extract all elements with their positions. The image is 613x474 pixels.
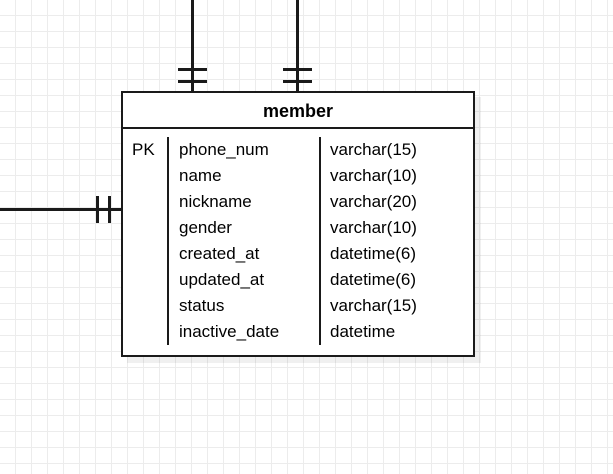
table-row: datetime (330, 322, 396, 341)
table-row (132, 267, 167, 293)
connector-top-left-tick-outer (178, 68, 207, 71)
table-row (132, 189, 167, 215)
table-row: updated_at (179, 270, 265, 289)
table-row: status (179, 296, 225, 315)
connector-top-right-tick-outer (283, 68, 312, 71)
table-row: name (179, 166, 222, 185)
table-row: gender (179, 218, 232, 237)
entity-body: PK phone_num name nickname gender create… (123, 129, 473, 355)
connector-top-left-line[interactable] (191, 0, 194, 91)
table-row: varchar(20) (330, 192, 417, 211)
table-row (132, 215, 167, 241)
table-row: created_at (179, 244, 260, 263)
table-row: varchar(10) (330, 166, 417, 185)
column-field-names: phone_num name nickname gender created_a… (169, 137, 321, 345)
table-row: PK (132, 140, 155, 159)
connector-top-right-tick-inner (283, 80, 312, 83)
table-row: varchar(15) (330, 140, 417, 159)
column-field-types: varchar(15) varchar(10) varchar(20) varc… (321, 137, 473, 345)
table-row: datetime(6) (330, 270, 416, 289)
table-row: varchar(10) (330, 218, 417, 237)
connector-left-tick-outer (96, 196, 99, 223)
connector-top-right-line[interactable] (296, 0, 299, 91)
connector-left-line[interactable] (0, 208, 123, 211)
table-row: varchar(15) (330, 296, 417, 315)
table-row (132, 163, 167, 189)
table-row: inactive_date (179, 322, 280, 341)
table-row: phone_num (179, 140, 269, 159)
table-row (132, 293, 167, 319)
table-row (132, 319, 167, 345)
connector-top-left-tick-inner (178, 80, 207, 83)
entity-member[interactable]: member PK phone_num name nickname gender… (121, 91, 475, 357)
column-key-constraints: PK (123, 137, 169, 345)
table-row (132, 241, 167, 267)
table-row: nickname (179, 192, 252, 211)
entity-title: member (123, 93, 473, 129)
connector-left-tick-inner (108, 196, 111, 223)
table-row: datetime(6) (330, 244, 416, 263)
